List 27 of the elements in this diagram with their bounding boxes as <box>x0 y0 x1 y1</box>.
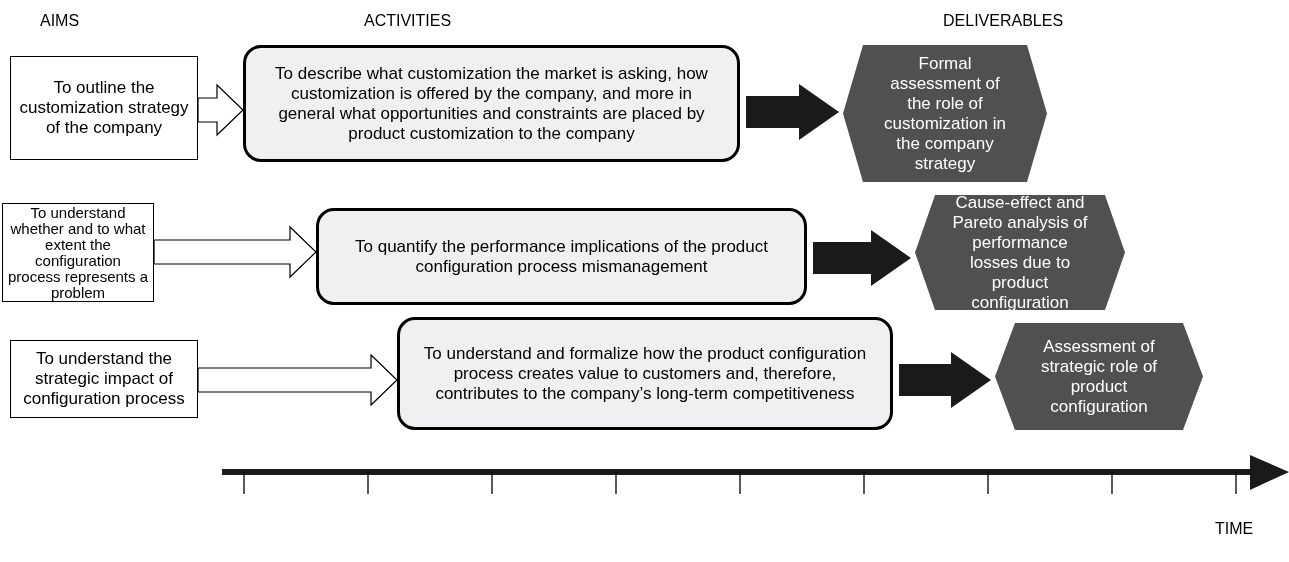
activity-box <box>397 317 893 430</box>
column-heading: ACTIVITIES <box>364 12 452 30</box>
aim-text: To understand whether and to what extent the configuration process represents a problem <box>7 204 149 301</box>
activity-box <box>316 208 807 305</box>
block-arrow <box>153 225 317 279</box>
column-heading: AIMS <box>40 12 80 30</box>
activity-text: To quantify the performance implications of the product configuration process mismanagement <box>354 236 769 277</box>
deliverable-hexagon <box>915 195 1125 310</box>
block-arrow <box>746 84 839 140</box>
axis-label: TIME <box>1215 520 1254 538</box>
block-arrow <box>813 230 911 286</box>
activity-box <box>243 45 740 162</box>
deliverable-hexagon <box>995 323 1203 430</box>
aim-box <box>10 340 198 418</box>
column-heading: DELIVERABLES <box>943 12 1064 30</box>
aim-text: To outline the customization strategy of the company <box>18 78 190 138</box>
activity-text: To describe what customization the market is asking, how customization is offered by the company, and more in general what opportunities and constraints are placed by product customization to the company <box>274 63 709 144</box>
block-arrow <box>197 83 244 137</box>
deliverable-hexagon <box>843 45 1047 182</box>
deliverable-text: Cause-effect and Pareto analysis of performance losses due to product configuration <box>951 192 1089 313</box>
aim-box <box>10 56 198 160</box>
block-arrow <box>197 353 398 407</box>
block-arrow <box>899 352 991 408</box>
deliverable-text: Formal assessment of the role of customization in the company strategy <box>883 53 1007 174</box>
activity-text: To understand and formalize how the product configuration process creates value to customers and, therefore, contributes to the company’s long-term competitiveness <box>422 343 868 404</box>
deliverable-text: Assessment of strategic role of product configuration <box>1039 336 1159 417</box>
aim-text: To understand the strategic impact of configuration process <box>22 349 186 409</box>
